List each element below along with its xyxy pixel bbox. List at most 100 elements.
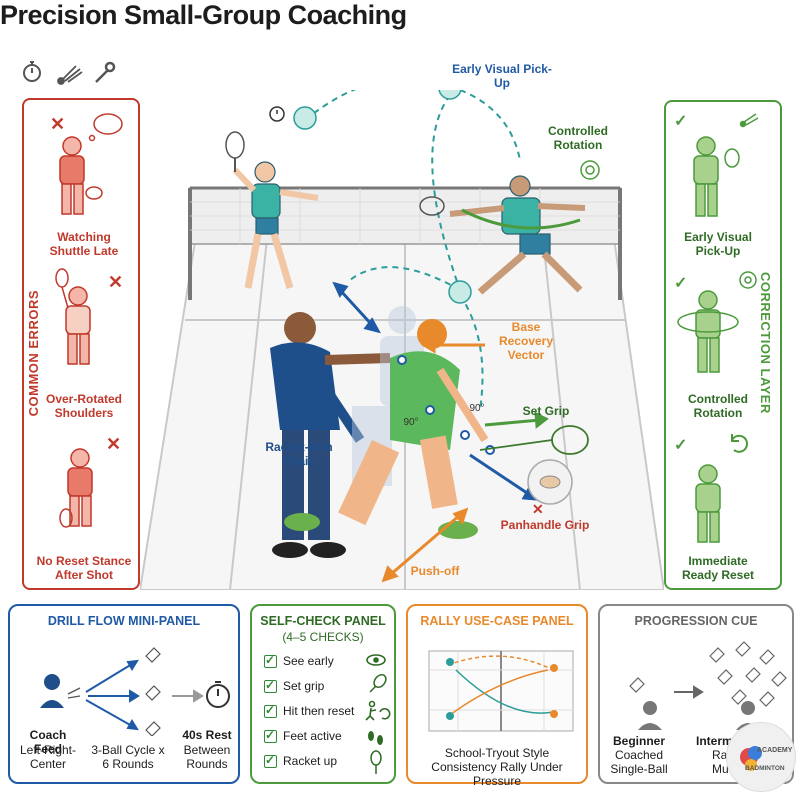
player-right [449,175,586,295]
shuttlecock-icon [57,65,83,85]
rally-title: RALLY USE-CASE PANEL [420,614,574,628]
panhandle-label: Panhandle Grip [500,518,590,532]
self-check-panel: SELF-CHECK PANEL (4–5 CHECKS) See early … [250,604,396,784]
stopwatch-icon [206,681,230,708]
shuttle-markers [293,90,472,304]
rally-court-diagram [428,650,574,732]
correction-layer-panel: CORRECTION LAYER [664,100,782,590]
page-title: Precision Small-Group Coaching [0,0,407,30]
x-icon: ✕ [50,114,65,134]
progression-title: PROGRESSION CUE [634,614,758,628]
panhandle-grip-inset: ✕ [527,459,573,517]
feed-arrows [85,659,140,731]
x-icon: ✕ [106,434,121,454]
beginner-icon [638,701,662,730]
runner-icon [365,700,391,721]
correction-figure-1 [693,136,740,217]
x-icon: ✕ [108,272,123,292]
checkbox-icon [264,728,277,743]
drill-flow-panel: DRILL FLOW MINI-PANEL Coach Feed Left-Ri… [8,604,240,784]
eye-icon [366,654,386,666]
check-icon: ✓ [674,113,687,130]
correction-label-3: Immediate Ready Reset [681,554,755,582]
x-icon: ✕ [532,501,544,517]
checkbox-icon [264,753,277,768]
stopwatch-icon [269,106,285,122]
angle-label-1: 90° [469,403,485,414]
green-arrow [484,411,549,429]
shuttlecock-icon [709,641,787,707]
self-check-item: Racket up [264,753,337,768]
checkbox-icon [264,653,277,668]
racket-icon [370,750,382,774]
thought-bubble-icon [88,113,123,142]
correction-figure-3 [695,464,721,543]
set-grip-label: Set Grip [522,404,570,418]
coach-figure [270,312,391,558]
early-visual-label: Early Visual Pick-Up [452,62,552,90]
error-figure-1 [59,136,103,215]
rest-label: 40s Rest [182,728,232,742]
intermediate-label: Interm [696,734,733,748]
coach-feed-label: Coach Feed [29,728,67,756]
check-icon: ✓ [674,275,687,292]
racket-icon [225,131,245,159]
court-scene: ✕ [140,90,664,590]
error-label-2: Over-Rotated Shoulders [45,392,122,420]
self-check-item: Feet active [264,728,342,743]
beginner-label: Beginner [612,734,665,748]
error-label-1: Watching Shuttle Late [49,230,119,258]
coach-icon [40,674,64,708]
self-check-item: See early [264,653,334,668]
player-icon [446,658,454,720]
self-check-item: Set grip [264,678,324,693]
header-icon-row [23,61,116,85]
rally-caption: School-Tryout Style Consistency Rally Un… [431,746,563,788]
stopwatch-icon [23,61,41,82]
rest-arrow [172,689,204,703]
common-errors-figures: ✕ ✕ ✕ [50,113,123,528]
correction-figures: ✓ ✓ ✓ [674,113,759,543]
progression-diagram [629,641,787,730]
shuttlecock-icon [145,647,161,736]
rest-sub: Between Rounds [183,743,231,771]
shuttlecock-icon [67,687,81,699]
shuttlecock-icon [739,113,759,128]
shuttlecock-icon [629,677,645,693]
correction-figure-2 [677,290,739,373]
watermark-line2: BADMINTON [745,765,785,772]
rally-panel: RALLY USE-CASE PANEL School-Tryout Style… [406,604,588,788]
correction-label-2: Controlled Rotation [688,392,748,420]
error-figure-2 [55,268,91,365]
progress-arrow [674,685,704,699]
self-check-item: Hit then reset [264,703,354,718]
push-off-label: Push-off [410,564,460,578]
drill-flow-title: DRILL FLOW MINI-PANEL [47,614,201,628]
racket-icon [479,425,589,455]
player-icon [550,664,558,718]
academy-watermark: ACADEMY BADMINTON [726,722,796,792]
beginner-sub2: Single-Ball [610,762,668,776]
racket-icon [419,196,445,216]
blue-arrows [332,281,540,501]
trainee-player [284,319,489,539]
controlled-rotation-label: Controlled Rotation [548,124,608,152]
correction-label-1: Early Visual Pick-Up [684,230,752,258]
check-icon: ✓ [674,437,687,454]
academy-logo-icon [740,746,762,771]
angle-label-2: 90° [403,417,419,428]
beginner-sub1: Coached [614,748,664,762]
intermediate-sub2: Mu [712,762,729,776]
target-icon [580,160,600,180]
cycle-label: 3-Ball Cycle x 6 Rounds [91,743,165,771]
refresh-icon [731,434,749,453]
drill-flow-diagram [40,647,230,736]
watermark-line1: ACADEMY [757,747,793,754]
checkbox-icon [264,678,277,693]
coach-feed-sub: Left-Right-Center [19,743,77,771]
self-check-subtitle: (4–5 CHECKS) [282,630,364,644]
error-figure-3 [59,448,93,528]
self-check-title: SELF-CHECK PANEL [260,614,386,628]
racket-icon [369,673,387,693]
error-label-3: No Reset Stance After Shot [36,554,132,582]
